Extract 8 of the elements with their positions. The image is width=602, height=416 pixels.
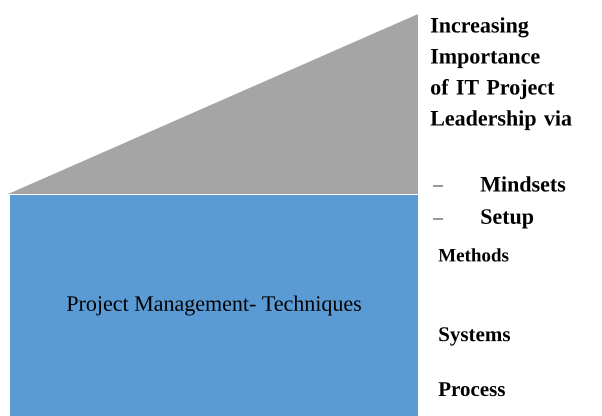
- process-box: Project Management- Techniques: [10, 195, 418, 416]
- side-label: Setup: [481, 209, 534, 228]
- side-label: Process: [438, 382, 505, 396]
- side-label: Methods: [438, 248, 508, 262]
- side-label: Increasing Importance of IT Project Leadership via: [430, 17, 572, 130]
- side-label: Systems: [439, 327, 510, 346]
- triangle-shape: [8, 14, 418, 194]
- side-label: Mindsets: [480, 176, 566, 192]
